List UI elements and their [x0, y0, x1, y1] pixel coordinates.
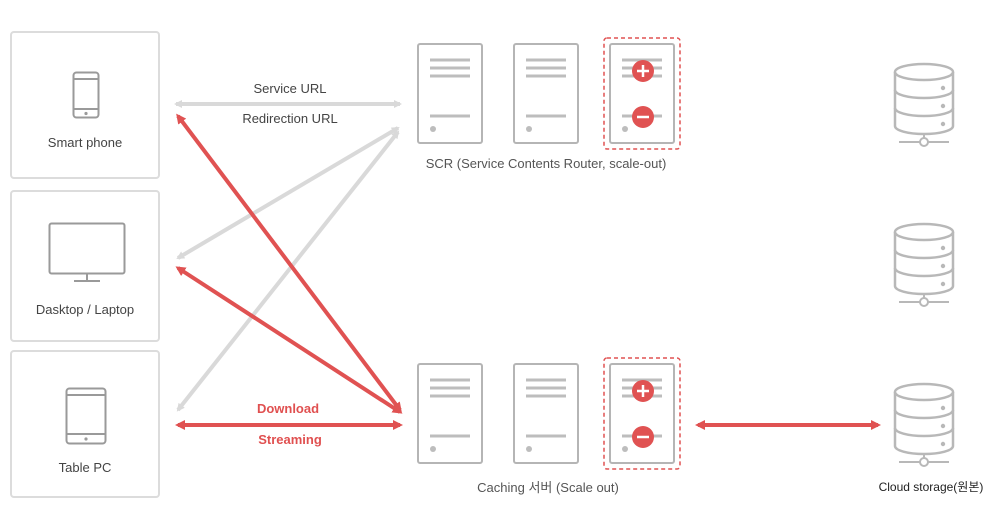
caching-scaleout-server [603, 357, 681, 470]
minus-icon [632, 426, 654, 448]
scr-scaleout-server [603, 37, 681, 150]
scr-server-1 [417, 43, 483, 144]
database-icon [893, 222, 955, 307]
client-desktop: Dasktop / Laptop [10, 190, 160, 342]
redirection-url-label: Redirection URL [242, 111, 338, 126]
database-icon [893, 62, 955, 147]
redirect-tablet-arrow [176, 130, 400, 412]
minus-icon [632, 106, 654, 128]
database-icon [893, 382, 955, 467]
service-url-label: Service URL [253, 81, 327, 96]
tablet-icon [65, 387, 107, 445]
download-label: Download [256, 401, 320, 416]
client-label: Table PC [58, 460, 112, 475]
plus-icon [632, 60, 654, 82]
plus-icon [632, 380, 654, 402]
client-label: Smart phone [47, 135, 123, 150]
desktop-caching-arrow [175, 266, 403, 414]
caching-server-2 [513, 363, 579, 464]
redirect-desktop-arrow [176, 126, 400, 260]
client-label: Dasktop / Laptop [35, 302, 135, 317]
caching-server-1 [417, 363, 483, 464]
scr-caption: SCR (Service Contents Router, scale-out) [425, 156, 667, 171]
client-tablet: Table PC [10, 350, 160, 498]
storage-caption: Cloud storage(원본) [878, 480, 984, 494]
scr-server-2 [513, 43, 579, 144]
caching-caption: Caching 서버 (Scale out) [477, 480, 619, 495]
client-smartphone: Smart phone [10, 31, 160, 179]
streaming-label: Streaming [258, 432, 322, 447]
smartphone-icon [72, 71, 100, 119]
monitor-icon [48, 222, 126, 282]
